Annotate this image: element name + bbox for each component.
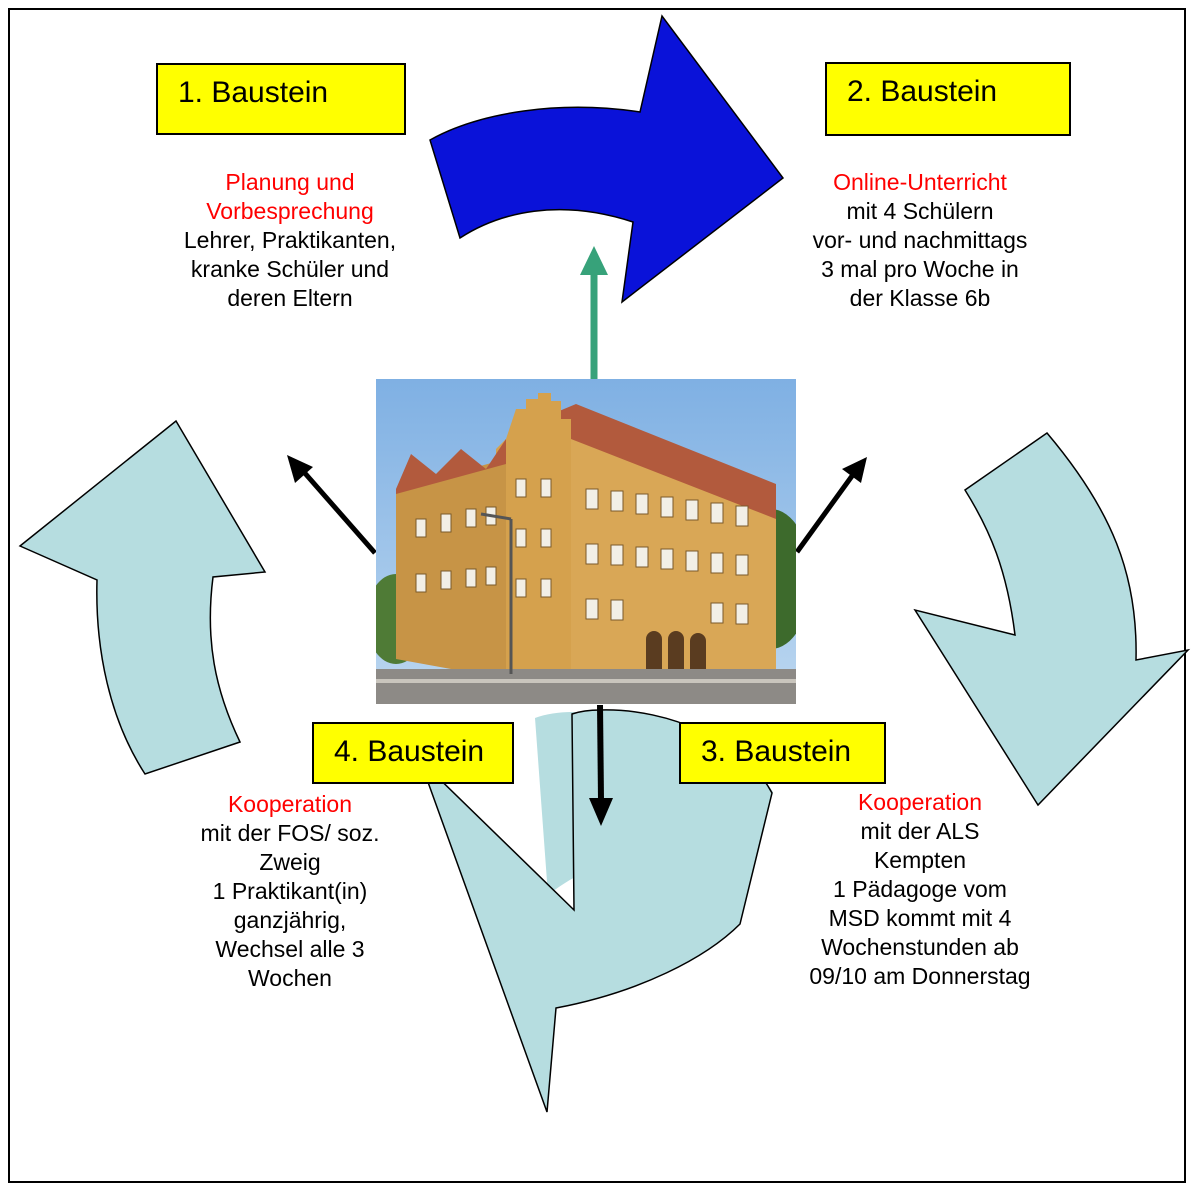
- baustein-2-line-1: mit 4 Schülern: [846, 198, 994, 224]
- baustein-3-description: Kooperation mit der ALS Kempten 1 Pädago…: [770, 788, 1070, 991]
- page-border: [8, 8, 1186, 1183]
- baustein-4-description: Kooperation mit der FOS/ soz. Zweig 1 Pr…: [140, 790, 440, 993]
- arrow-to-baustein-1: [301, 469, 377, 555]
- baustein-2-label: 2. Baustein: [847, 75, 998, 108]
- baustein-2-line-4: der Klasse 6b: [849, 285, 991, 311]
- baustein-4-line-2: Zweig: [259, 849, 321, 875]
- baustein-1-label: 1. Baustein: [178, 76, 329, 109]
- cycle-arrow-4-to-1: [18, 419, 267, 775]
- baustein-1-line-1: Lehrer, Praktikanten,: [183, 227, 397, 253]
- baustein-1-heading-line-2: Vorbesprechung: [206, 198, 374, 224]
- arrow-head-down: [589, 798, 613, 826]
- baustein-2-line-3: 3 mal pro Woche in: [821, 256, 1019, 282]
- arrow-to-baustein-2: [794, 474, 855, 554]
- baustein-3-line-3: 1 Pädagoge vom: [833, 876, 1007, 902]
- baustein-3-line-1: mit der ALS: [860, 818, 980, 844]
- baustein-4-line-4: ganzjährig,: [233, 907, 347, 933]
- arrow-head-baustein-2: [842, 457, 867, 483]
- baustein-4-heading: Kooperation: [227, 791, 353, 817]
- baustein-1-heading-line-1: Planung und: [225, 169, 355, 195]
- baustein-3-line-6: 09/10 am Donnerstag: [809, 963, 1031, 989]
- school-building-photo: [376, 379, 796, 704]
- baustein-3-line-2: Kempten: [873, 847, 967, 873]
- baustein-1-box: 1. Baustein: [156, 63, 406, 135]
- baustein-1-line-3: deren Eltern: [227, 285, 353, 311]
- arrow-down: [597, 704, 604, 801]
- baustein-3-label: 3. Baustein: [701, 735, 852, 768]
- baustein-2-description: Online-Unterricht mit 4 Schülern vor- un…: [770, 168, 1070, 313]
- baustein-4-box: 4. Baustein: [312, 722, 514, 784]
- baustein-1-line-2: kranke Schüler und: [190, 256, 390, 282]
- baustein-2-heading: Online-Unterricht: [833, 169, 1007, 195]
- baustein-3-line-4: MSD kommt mit 4: [828, 905, 1012, 931]
- baustein-4-line-1: mit der FOS/ soz.: [200, 820, 380, 846]
- baustein-3-box: 3. Baustein: [679, 722, 886, 784]
- baustein-2-line-2: vor- und nachmittags: [812, 227, 1028, 253]
- baustein-1-description: Planung und Vorbesprechung Lehrer, Prakt…: [140, 168, 440, 313]
- baustein-4-line-5: Wechsel alle 3: [215, 936, 365, 962]
- green-arrow-head: [580, 246, 608, 275]
- baustein-4-line-3: 1 Praktikant(in): [212, 878, 368, 904]
- baustein-3-heading: Kooperation: [857, 789, 983, 815]
- baustein-4-line-6: Wochen: [248, 965, 332, 991]
- arrow-head-baustein-1: [287, 455, 313, 483]
- baustein-3-line-5: Wochenstunden ab: [821, 934, 1019, 960]
- cycle-arrow-2-to-3: [913, 431, 1191, 807]
- cycle-arrow-1-to-2: [429, 14, 785, 304]
- baustein-2-box: 2. Baustein: [825, 62, 1071, 136]
- baustein-4-label: 4. Baustein: [334, 735, 485, 768]
